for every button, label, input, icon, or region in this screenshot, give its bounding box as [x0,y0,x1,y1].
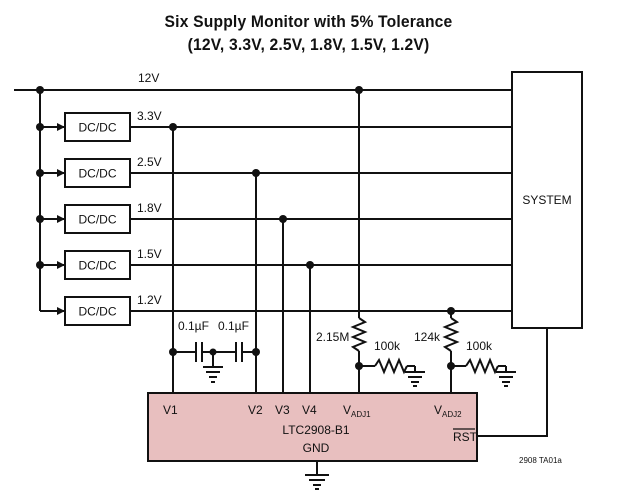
junction-dot [36,123,44,131]
resistor-100k-b [465,357,499,375]
dcdc-label: DC/DC [79,121,117,135]
pin-label-v4: V4 [302,403,317,417]
rail-label-12v: 12V [138,71,159,85]
junction-dot [447,307,455,315]
cap-label-2: 0.1µF [218,319,249,333]
resistor-label-100k-b: 100k [466,339,493,353]
rail-label-1v5: 1.5V [137,247,162,261]
pin-label-rst: RST [453,430,478,444]
pin-label-v3: V3 [275,403,290,417]
diagram-title: Six Supply Monitor with 5% Tolerance [164,12,453,31]
ltc2908-chip-body [147,392,478,462]
dcdc-label: DC/DC [79,167,117,181]
rail-label-1v2: 1.2V [137,293,162,307]
resistor-label-2m15: 2.15M [316,330,349,344]
junction-dot [169,123,177,131]
diagram-subtitle: (12V, 3.3V, 2.5V, 1.8V, 1.5V, 1.2V) [187,35,430,54]
rst-wire [477,328,548,437]
pin-label-vadj2: VADJ2 [434,403,462,419]
junction-dot [36,215,44,223]
junction-dot [36,86,44,94]
junction-dot [36,261,44,269]
dcdc-label: DC/DC [79,305,117,319]
dcdc-label: DC/DC [79,259,117,273]
rail-label-3v3: 3.3V [137,109,162,123]
junction-dot [355,86,363,94]
cap-label-1: 0.1µF [178,319,209,333]
junction-dot [169,348,177,356]
rail-label-2v5: 2.5V [137,155,162,169]
pin-label-vadj1: VADJ1 [343,403,371,419]
junction-dot [252,169,260,177]
junction-dot [306,261,314,269]
resistor-label-100k-a: 100k [374,339,401,353]
chip-gnd-label: GND [303,441,330,455]
system-label: SYSTEM [522,193,571,207]
resistor-label-124k: 124k [414,330,441,344]
rail-label-1v8: 1.8V [137,201,162,215]
junction-dot [447,362,455,370]
chip-name-label: LTC2908-B1 [282,423,349,437]
junction-dot [252,348,260,356]
resistor-124k [442,317,460,352]
junction-dot [279,215,287,223]
pin-label-v1: V1 [163,403,178,417]
junction-dot [209,348,217,356]
resistor-2m15 [350,317,368,352]
pin-label-v2: V2 [248,403,263,417]
junction-dot [36,169,44,177]
dcdc-label: DC/DC [79,213,117,227]
resistor-100k-a [374,357,408,375]
figure-id: 2908 TA01a [519,456,562,465]
junction-dot [355,362,363,370]
